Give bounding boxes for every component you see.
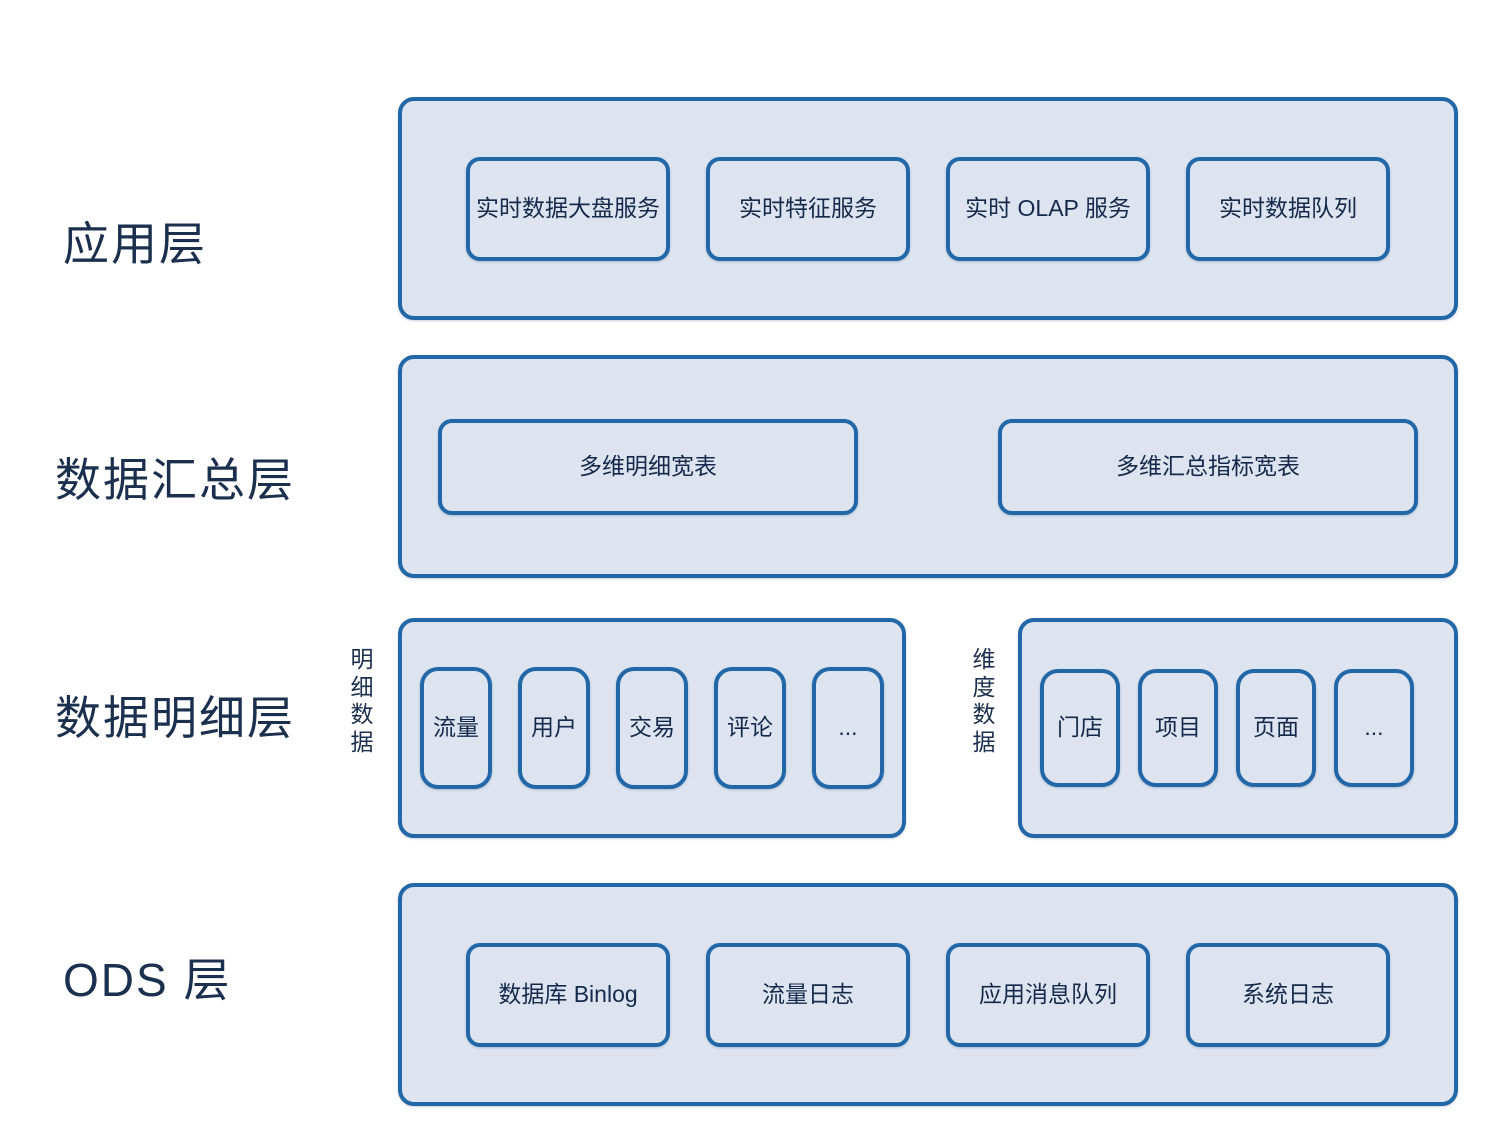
layer-container-application: 实时数据大盘服务 实时特征服务 实时 OLAP 服务 实时数据队列 bbox=[398, 97, 1458, 320]
layer-label-ods: ODS 层 bbox=[63, 954, 232, 1006]
layer-label-summary: 数据汇总层 bbox=[55, 454, 295, 506]
node-realtime-dashboard-service: 实时数据大盘服务 bbox=[466, 156, 670, 261]
node-app-message-queue: 应用消息队列 bbox=[946, 942, 1150, 1047]
node-store: 门店 bbox=[1040, 669, 1120, 787]
group-container-dimension-data: 门店 项目 页面 ... bbox=[1018, 618, 1458, 838]
node-dim-more: ... bbox=[1334, 669, 1414, 787]
group-label-dimension-data: 维度数据 bbox=[972, 646, 996, 755]
node-fact-more: ... bbox=[812, 667, 884, 789]
node-multidim-summary-metric-wide-table: 多维汇总指标宽表 bbox=[998, 418, 1418, 515]
node-system-log: 系统日志 bbox=[1186, 942, 1390, 1047]
node-traffic-log: 流量日志 bbox=[706, 942, 910, 1047]
node-multidim-detail-wide-table: 多维明细宽表 bbox=[438, 418, 858, 515]
node-traffic: 流量 bbox=[420, 667, 492, 789]
node-realtime-feature-service: 实时特征服务 bbox=[706, 156, 910, 261]
node-project: 项目 bbox=[1138, 669, 1218, 787]
node-comment: 评论 bbox=[714, 667, 786, 789]
node-user: 用户 bbox=[518, 667, 590, 789]
node-page: 页面 bbox=[1236, 669, 1316, 787]
layer-container-summary: 多维明细宽表 多维汇总指标宽表 bbox=[398, 355, 1458, 578]
group-label-fact-data: 明细数据 bbox=[350, 646, 374, 755]
node-realtime-data-queue: 实时数据队列 bbox=[1186, 156, 1390, 261]
group-container-fact-data: 流量 用户 交易 评论 ... bbox=[398, 618, 906, 838]
layer-container-ods: 数据库 Binlog 流量日志 应用消息队列 系统日志 bbox=[398, 883, 1458, 1106]
layer-label-detail: 数据明细层 bbox=[55, 692, 295, 744]
node-realtime-olap-service: 实时 OLAP 服务 bbox=[946, 156, 1150, 261]
node-database-binlog: 数据库 Binlog bbox=[466, 942, 670, 1047]
node-transaction: 交易 bbox=[616, 667, 688, 789]
layer-label-application: 应用层 bbox=[63, 218, 207, 270]
